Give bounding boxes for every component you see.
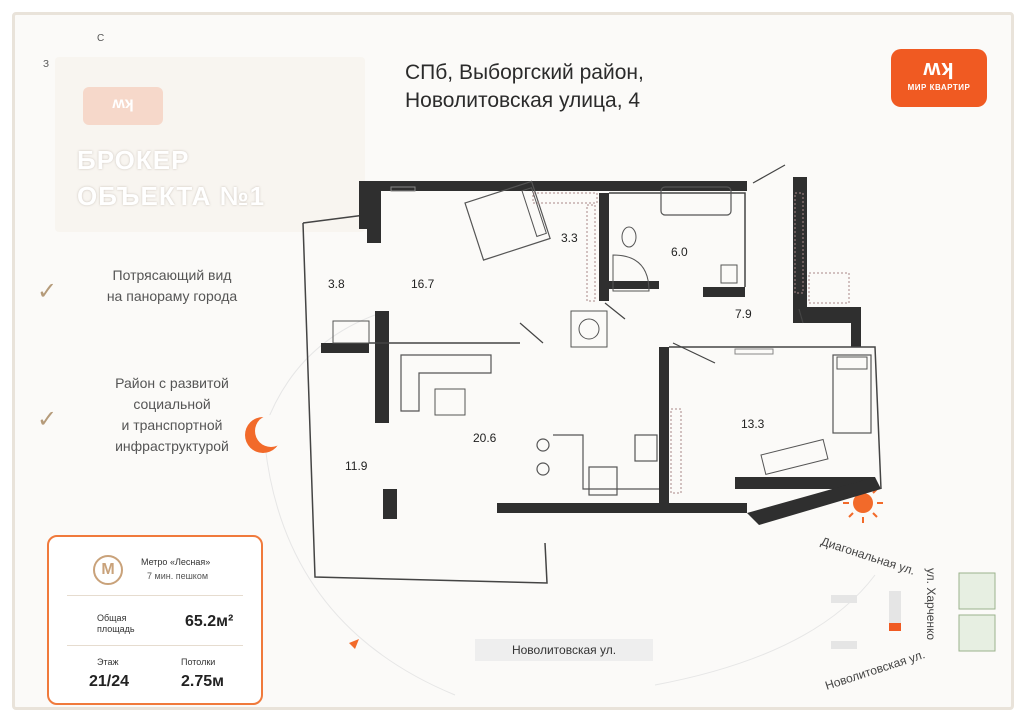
area-label-line: Общая [97,613,127,623]
feature-line: инфраструктурой [115,438,229,454]
broker-logo: ʍʞ [83,87,163,125]
kitchen-icon [536,434,659,496]
room-area-label: 7.9 [735,307,752,321]
feature-line: на панораму города [106,288,238,304]
building-marker [889,623,901,631]
area-label: Общая площадь [97,613,135,635]
divider [67,595,243,596]
divider [67,645,243,646]
feature-line: социальной [133,396,211,412]
info-card: М Метро «Лесная» 7 мин. пешком Общая пло… [47,535,263,705]
shower-icon [612,254,650,292]
sink-icon [720,264,738,284]
metro-time: 7 мин. пешком [147,571,209,581]
room-area-label: 11.9 [345,459,368,473]
sofa-icon [400,354,492,412]
floor-plan [245,164,883,696]
location-map [831,572,996,652]
feature-line: Потрясающий вид [112,267,232,283]
street-label: Новолитовская ул. [475,639,653,661]
broker-line-2: ОБЪЕКТА №1 [77,181,266,211]
logo-mark: ʍʞ [923,55,955,80]
windows [390,186,774,355]
balcony-outline [302,222,548,584]
address-line-1: СПб, Выборгский район, [405,61,644,84]
room-area-label: 6.0 [671,245,688,259]
sun-path-arc [654,574,876,686]
check-icon: ✓ [37,278,58,305]
metro-icon: М [93,555,123,585]
page-frame: ʍʞ БРОКЕР ОБЪЕКТА №1 С З СПб, Выборгский… [12,12,1014,710]
compass-north: С [97,33,105,44]
address-line-2: Новолитовская улица, 4 [405,89,641,112]
washer-icon [570,310,608,348]
room-area-label: 3.3 [561,231,578,245]
desk-icon [760,438,829,476]
compass-west: З [43,59,50,70]
park-icon [958,572,996,652]
ceiling-value: 2.75м [181,673,224,690]
brand-logo: ʍʞ МИР КВАРТИР [891,49,987,107]
room-area-label: 3.8 [328,277,345,291]
area-value: 65.2м² [185,613,234,630]
feature-line: и транспортной [121,417,223,433]
sun-path-arc [264,444,456,696]
arrow-icon [349,639,359,649]
room-area-label: 13.3 [741,417,765,431]
logo-text: МИР КВАРТИР [907,83,971,92]
floor-label: Этаж [97,657,119,667]
door-swings [519,164,804,364]
feature-line: Район с развитой [115,375,229,391]
wardrobe-icon [532,192,850,494]
room-area-label: 20.6 [473,431,497,445]
bathtub-icon [660,186,732,216]
floor-value: 21/24 [89,673,130,690]
broker-watermark: ʍʞ БРОКЕР ОБЪЕКТА №1 [55,57,365,232]
area-label-line: площадь [97,624,135,634]
check-icon: ✓ [37,406,58,433]
toilet-icon [621,226,637,248]
bed-icon [832,354,872,434]
metro-name: Метро «Лесная» [141,557,211,567]
feature-infrastructure: Район с развитой социальной и транспортн… [65,373,279,457]
bed-icon [464,180,551,261]
feature-view: Потрясающий вид на панораму города [65,265,279,307]
ceiling-label: Потолки [181,657,216,667]
moon-icon [245,415,287,453]
room-area-label: 16.7 [411,277,435,291]
address-title: СПб, Выборгский район, Новолитовская ули… [405,59,644,115]
coffee-table-icon [434,388,466,416]
broker-line-1: БРОКЕР [77,145,190,175]
desk-icon [332,320,370,344]
sun-path-arc [264,314,376,428]
